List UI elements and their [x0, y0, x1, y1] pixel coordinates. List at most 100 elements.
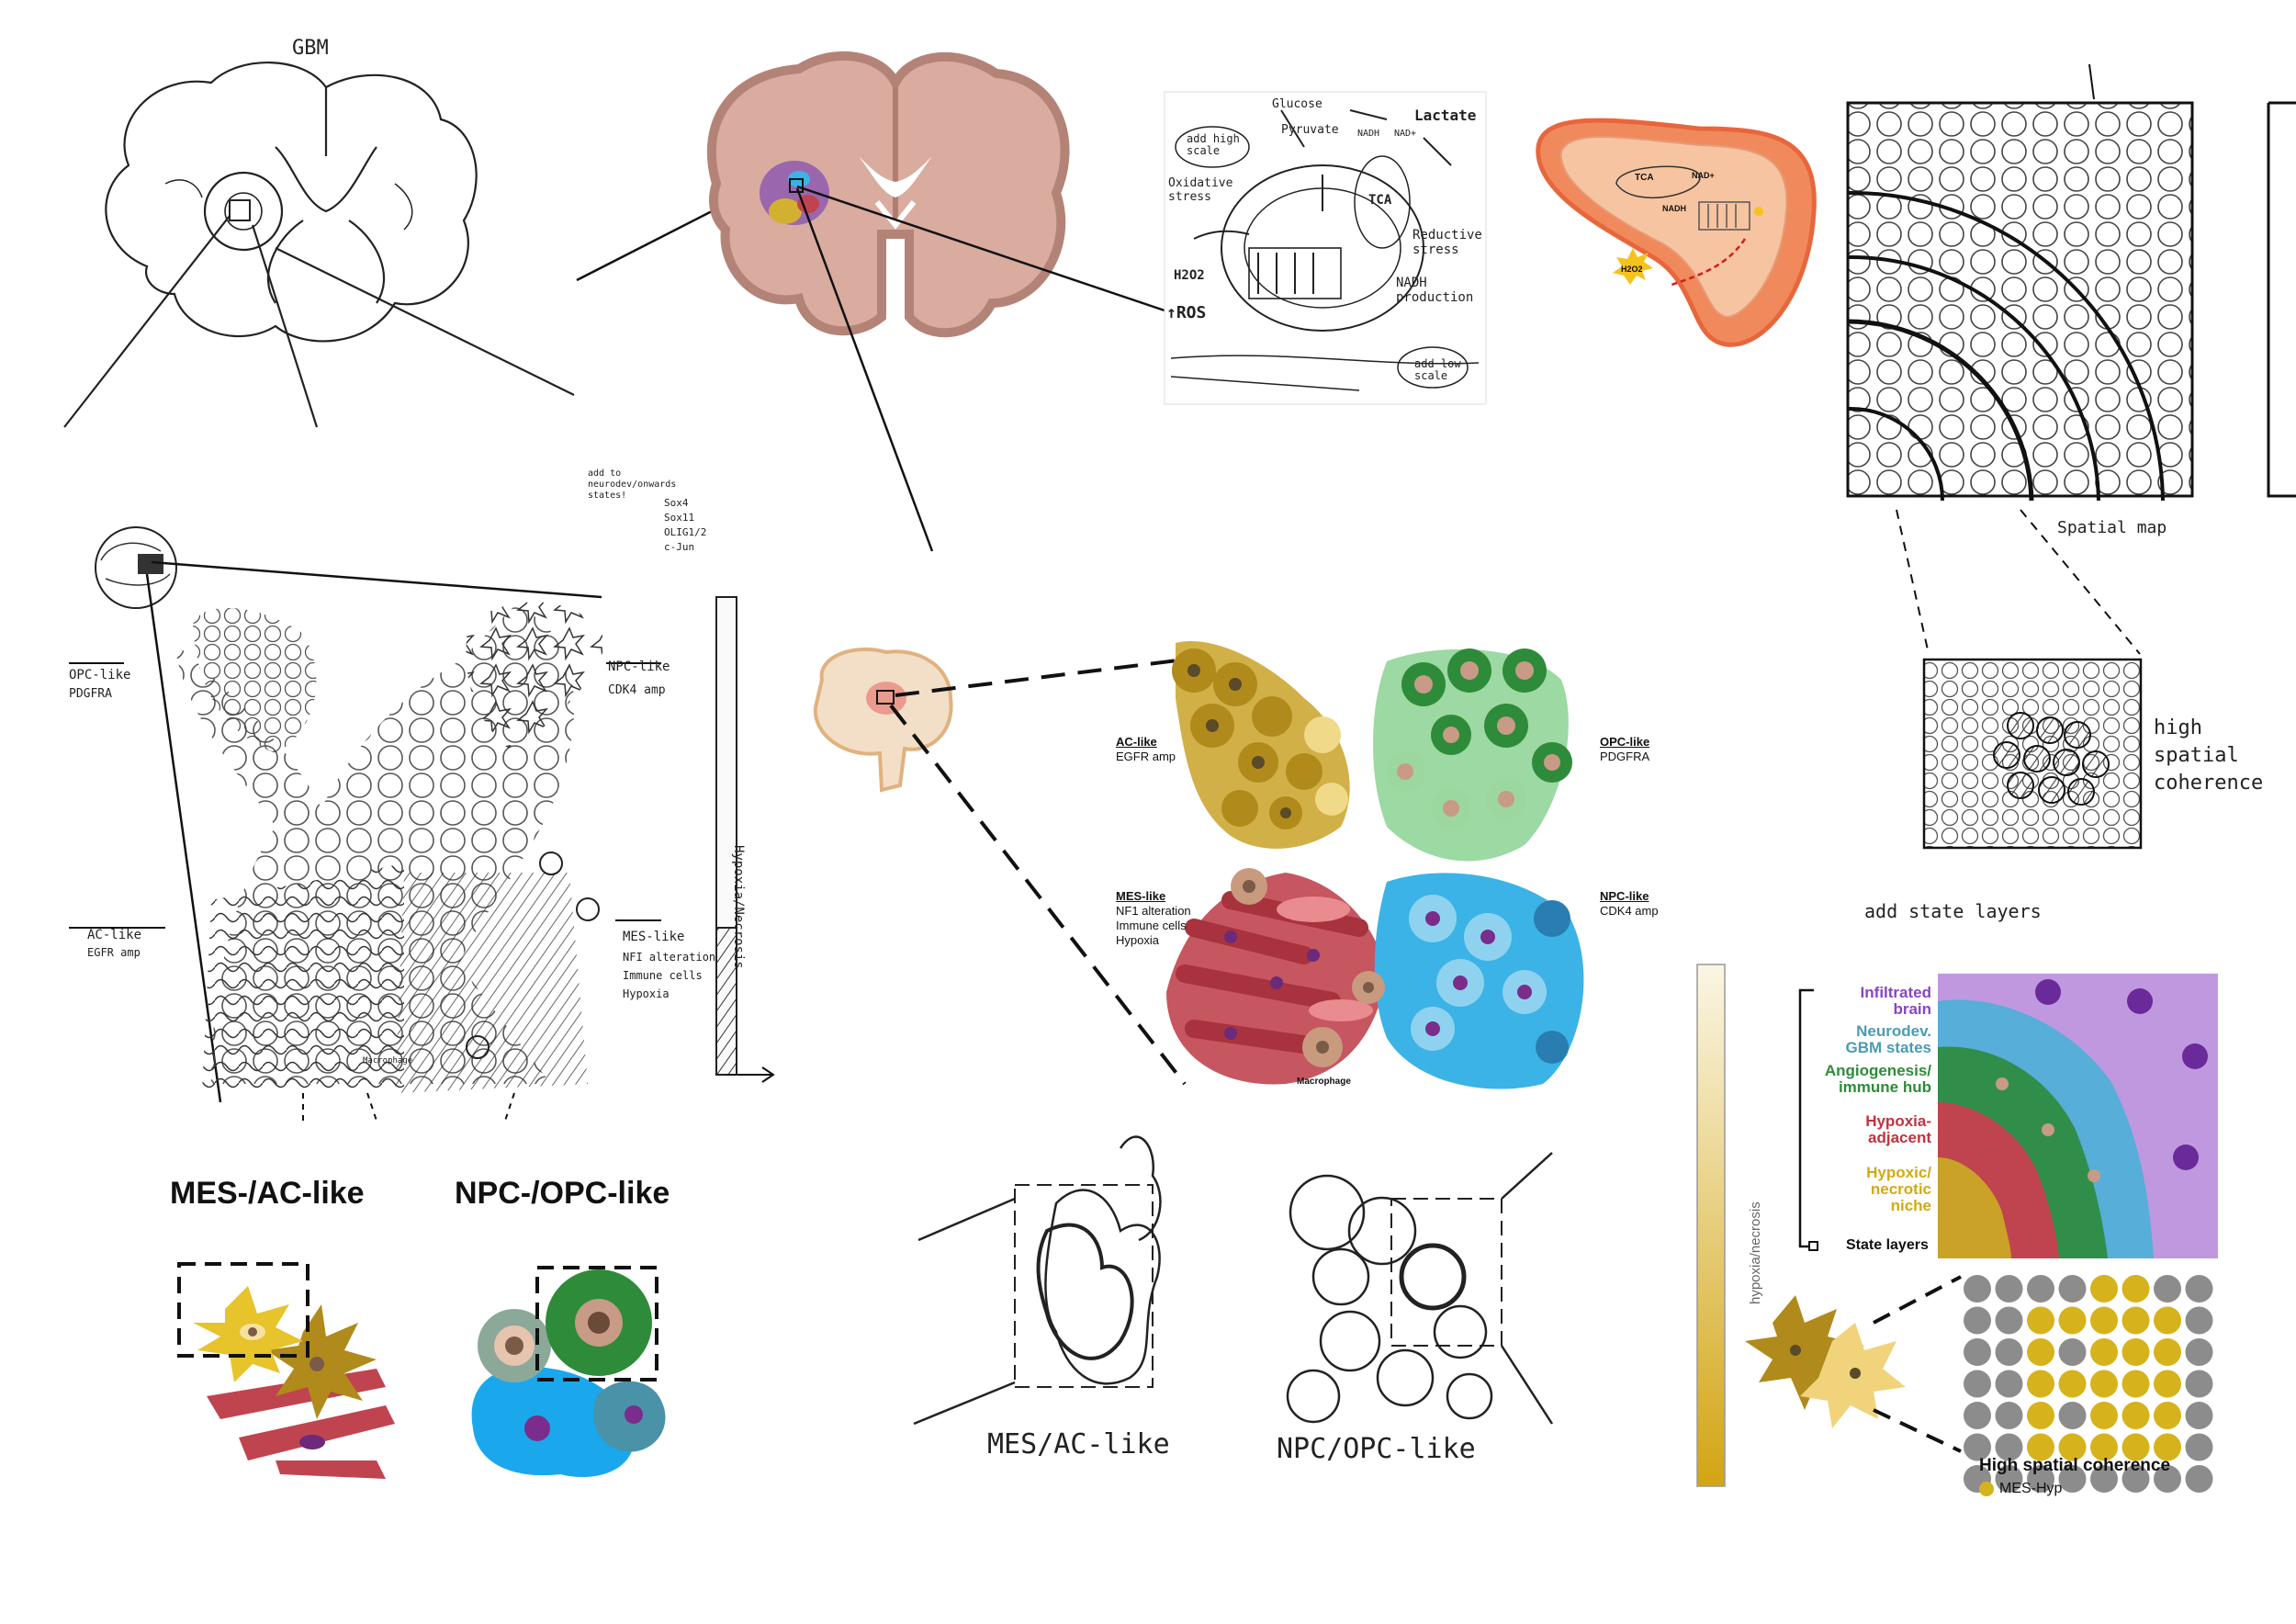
- other-dot: [1995, 1465, 2023, 1493]
- sketch-opc-sub: PDGFRA: [69, 687, 112, 701]
- coherence-cluster: [1745, 1275, 1962, 1453]
- mes-hyp-dot: [2154, 1433, 2181, 1461]
- other-dot: [2058, 1275, 2087, 1303]
- layer-angiogenesis: Angiogenesis/ immune hub: [1824, 1062, 1931, 1096]
- other-dot: [2027, 1275, 2054, 1303]
- spatial-map-label: Spatial map: [2057, 518, 2167, 537]
- other-dot: [2185, 1338, 2213, 1366]
- connector-line: [796, 185, 1165, 312]
- mes-hyp-dot: [2027, 1370, 2054, 1398]
- mes-hyp-dot: [2090, 1306, 2118, 1335]
- hypoxia-gradient-bar: [1696, 964, 1726, 1487]
- sketch-ac-title: AC-like: [87, 928, 142, 942]
- neurodev-note: add to neurodev/onwards states!: [588, 468, 677, 501]
- other-dot: [1995, 1433, 2023, 1461]
- mes-hyp-dot: [2090, 1370, 2118, 1398]
- mes-hyp-dot: [2154, 1306, 2181, 1335]
- nad-label: NAD+: [1394, 129, 1417, 139]
- sketch-npc-sub: CDK4 amp: [608, 683, 666, 697]
- other-dot: [2185, 1465, 2213, 1493]
- other-dot: [1964, 1275, 1991, 1303]
- final-opc-sub: PDGFRA: [1600, 750, 1650, 763]
- connector-line: [795, 187, 934, 552]
- final-npc-title: NPC-like: [1600, 889, 1649, 903]
- other-dot: [2058, 1402, 2087, 1429]
- mito-h2o2-label: H2O2: [1621, 265, 1643, 274]
- legend-text: MES-Hyp: [1999, 1481, 2063, 1496]
- sketch-mes-sub: NFI alteration Immune cells Hypoxia: [623, 951, 716, 1000]
- high-coherence-note: high spatial coherence: [2154, 716, 2264, 795]
- nadh-label: NADH: [1357, 129, 1380, 139]
- other-dot: [1995, 1306, 2023, 1335]
- mito-nad-label: NAD+: [1692, 171, 1715, 180]
- add-state-layers-note: add state layers: [1864, 900, 2042, 922]
- bottom-sketch-cells: [913, 1135, 1554, 1426]
- layer-hypoxia-adjacent: Hypoxia- adjacent: [1865, 1112, 1931, 1146]
- final-npc-sub: CDK4 amp: [1600, 904, 1659, 918]
- mes-hyp-dot: [2027, 1338, 2054, 1366]
- mes-hyp-dot: [2122, 1306, 2150, 1335]
- final-opc-title: OPC-like: [1600, 735, 1650, 749]
- sketch-opc-title: OPC-like: [69, 668, 131, 682]
- h2o2-label: H2O2: [1174, 268, 1205, 283]
- mitochondrion-diagram: [1536, 118, 1817, 347]
- mes-hyp-dot: [2027, 1433, 2054, 1461]
- lactate-label: Lactate: [1414, 107, 1477, 124]
- other-dot: [2185, 1402, 2213, 1429]
- nadh-production-label: NADH production: [1396, 276, 1474, 305]
- mes-hyp-dot: [2122, 1402, 2150, 1429]
- mito-tca-label: TCA: [1635, 173, 1654, 183]
- ros-label: ↑ROS: [1166, 303, 1207, 322]
- npc-opc-title: NPC-/OPC-like: [455, 1176, 670, 1211]
- gradient-label: hypoxia/necrosis: [1748, 1201, 1763, 1304]
- connector-line: [576, 209, 713, 282]
- other-dot: [2058, 1338, 2087, 1366]
- mes-hyp-dot: [2027, 1402, 2054, 1429]
- mes-hyp-dot: [2122, 1275, 2150, 1303]
- mes-hyp-dot: [2154, 1370, 2181, 1398]
- mes-hyp-dot: [2058, 1306, 2087, 1335]
- other-dot: [2154, 1465, 2181, 1493]
- layer-infiltrated-brain: Infiltrated brain: [1860, 984, 1931, 1018]
- mes-hyp-dot: [2122, 1338, 2150, 1366]
- other-dot: [1995, 1402, 2023, 1429]
- sketch-mes-ac-label: MES/AC-like: [987, 1428, 1170, 1460]
- other-dot: [2154, 1275, 2181, 1303]
- coherence-title: High spatial coherence: [1979, 1456, 2171, 1475]
- tca-label: TCA: [1368, 193, 1392, 208]
- oxidative-stress-label: Oxidative stress: [1168, 176, 1233, 204]
- metabolism-sketch: [1164, 91, 1487, 405]
- other-dot: [2185, 1433, 2213, 1461]
- coherence-dot-grid: [1964, 1275, 2213, 1493]
- mes-ac-title: MES-/AC-like: [170, 1176, 365, 1211]
- legend-swatch: [1979, 1481, 1994, 1496]
- final-mes-sub3: Hypoxia: [1116, 933, 1159, 947]
- mes-hyp-dot: [2122, 1433, 2150, 1461]
- sketch-ac-sub: EGFR amp: [87, 946, 141, 959]
- other-dot: [1964, 1338, 1991, 1366]
- sketch-npc-title: NPC-like: [608, 660, 670, 674]
- final-mes-sub1: NF1 alteration: [1116, 904, 1191, 918]
- reductive-stress-label: Reductive stress: [1412, 228, 1482, 257]
- layer-hypoxic-niche: Hypoxic/ necrotic niche: [1866, 1164, 1931, 1214]
- mes-hyp-dot: [2090, 1338, 2118, 1366]
- quadrant-sketch: [69, 526, 775, 1122]
- other-dot: [1995, 1370, 2023, 1398]
- gbm-sketch: [63, 62, 575, 428]
- bottom-left-cells: [177, 1262, 395, 1479]
- mes-hyp-dot: [2154, 1338, 2181, 1366]
- other-dot: [2185, 1275, 2213, 1303]
- sketch-gradient-label: Hypoxia/Necrosis: [731, 845, 746, 969]
- final-mes-title: MES-like: [1116, 889, 1166, 903]
- other-dot: [1964, 1370, 1991, 1398]
- bottom-left-cells-npc: [471, 1266, 666, 1477]
- final-ac-sub: EGFR amp: [1116, 750, 1176, 763]
- other-dot: [1964, 1306, 1991, 1335]
- markers-note: Sox4 Sox11 OLIG1/2 c-Jun: [664, 497, 707, 553]
- spatial-map-sketch: [1846, 63, 2296, 850]
- coherence-legend: MES-Hyp: [1979, 1481, 2062, 1497]
- mes-hyp-dot: [2058, 1370, 2087, 1398]
- final-mes-sub2: Immune cells: [1116, 919, 1187, 932]
- mes-hyp-dot: [2090, 1275, 2118, 1303]
